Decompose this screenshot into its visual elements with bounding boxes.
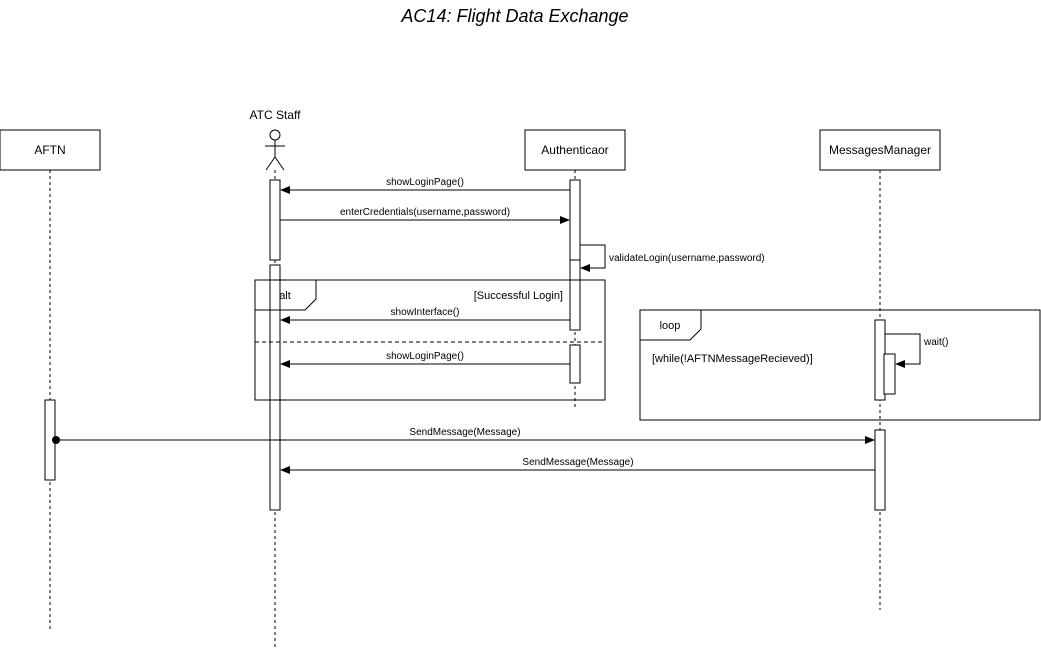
loop-fragment: loop [while(!AFTNMessageRecieved)]: [639, 309, 1041, 421]
participant-authenticator[interactable]: Authenticaor: [524, 129, 626, 171]
message-show-login-page-label: showLoginPage(): [386, 177, 464, 188]
atc-staff-activation-2: [269, 264, 281, 511]
message-send-message-1: SendMessage(Message): [52, 427, 875, 444]
participant-authenticator-label: Authenticaor: [541, 143, 608, 157]
participant-messages-manager-label: MessagesManager: [829, 143, 931, 157]
message-show-login-page-2-label: showLoginPage(): [386, 351, 464, 362]
message-wait-label: wait(): [923, 337, 948, 348]
authenticator-self-activation: [569, 259, 581, 331]
participant-aftn[interactable]: AFTN: [0, 129, 101, 171]
message-send-message-2: SendMessage(Message): [280, 457, 875, 474]
message-validate-login-label: validateLogin(username,password): [609, 253, 765, 264]
message-validate-login: validateLogin(username,password): [569, 244, 765, 331]
alt-guard: [Successful Login]: [474, 290, 563, 302]
loop-keyword: loop: [660, 320, 681, 332]
message-wait: wait(): [885, 333, 948, 368]
message-show-login-page-2: showLoginPage(): [280, 351, 570, 368]
alt-keyword: alt: [279, 290, 291, 302]
diagram-title: AC14: Flight Data Exchange: [400, 6, 628, 26]
message-send-message-1-label: SendMessage(Message): [409, 427, 520, 438]
participant-messages-manager[interactable]: MessagesManager: [819, 129, 941, 171]
messages-manager-self-activation: [883, 353, 896, 395]
atc-staff-activation-1: [269, 179, 281, 261]
message-show-interface-label: showInterface(): [391, 307, 460, 318]
alt-fragment: alt [Successful Login]: [254, 279, 606, 401]
message-send-message-2-label: SendMessage(Message): [522, 457, 633, 468]
authenticator-activation-2: [569, 344, 581, 384]
message-show-login-page: showLoginPage(): [280, 177, 570, 194]
messages-manager-activation-2: [874, 429, 886, 511]
participant-aftn-label: AFTN: [34, 143, 65, 157]
actor-atc-staff-label: ATC Staff: [250, 108, 302, 122]
stick-figure-icon: [265, 129, 285, 171]
message-enter-credentials: enterCredentials(username,password): [280, 207, 570, 224]
message-enter-credentials-label: enterCredentials(username,password): [340, 207, 510, 218]
message-show-interface: showInterface(): [280, 307, 570, 324]
actor-atc-staff[interactable]: ATC Staff: [250, 108, 302, 171]
loop-guard: [while(!AFTNMessageRecieved)]: [652, 353, 813, 365]
